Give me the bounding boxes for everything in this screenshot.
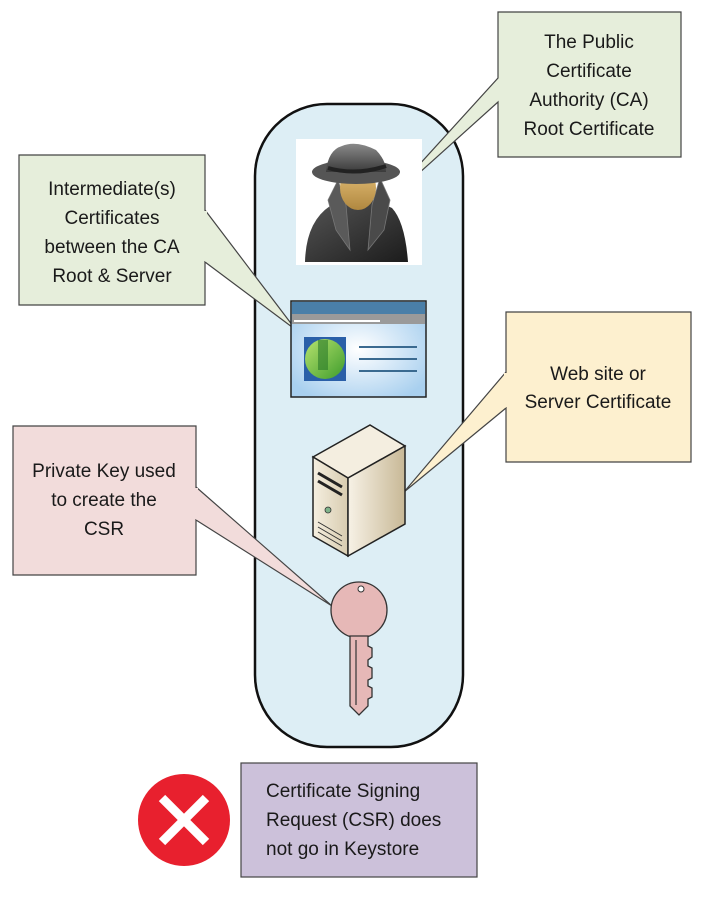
callout-csr-line-3: not go in Keystore [266,839,419,860]
callout-private-key: Private Key used to create the CSR [12,425,333,607]
key-icon [330,581,388,716]
callout-csr-line-1: Certificate Signing [266,781,420,802]
server-tower-icon [311,424,407,558]
callout-root-ca-line-2: Certificate [546,61,632,82]
callout-server: Web site or Server Certificate [403,311,692,493]
callout-server-line-1: Web site or [550,364,646,385]
spy-person-icon [296,139,422,265]
callout-csr: Certificate Signing Request (CSR) does n… [240,762,478,878]
callout-csr-line-2: Request (CSR) does [266,810,441,831]
red-x-icon [138,774,230,866]
callout-root-ca-line-3: Authority (CA) [529,90,648,111]
callout-root-ca-line-1: The Public [544,32,634,53]
callout-intermediate: Intermediate(s) Certificates between the… [18,154,297,331]
callout-private-key-line-1: Private Key used [32,461,176,482]
callout-intermediate-line-4: Root & Server [52,266,172,287]
callout-root-ca: The Public Certificate Authority (CA) Ro… [377,11,682,211]
callout-intermediate-line-1: Intermediate(s) [48,179,176,200]
callout-intermediate-line-3: between the CA [44,237,180,258]
callout-private-key-line-3: CSR [84,519,124,540]
callout-root-ca-line-4: Root Certificate [524,119,655,140]
callout-intermediate-line-2: Certificates [64,208,159,229]
callout-private-key-line-2: to create the [51,490,157,511]
callout-server-line-2: Server Certificate [525,392,672,413]
certificate-icon [290,300,427,398]
